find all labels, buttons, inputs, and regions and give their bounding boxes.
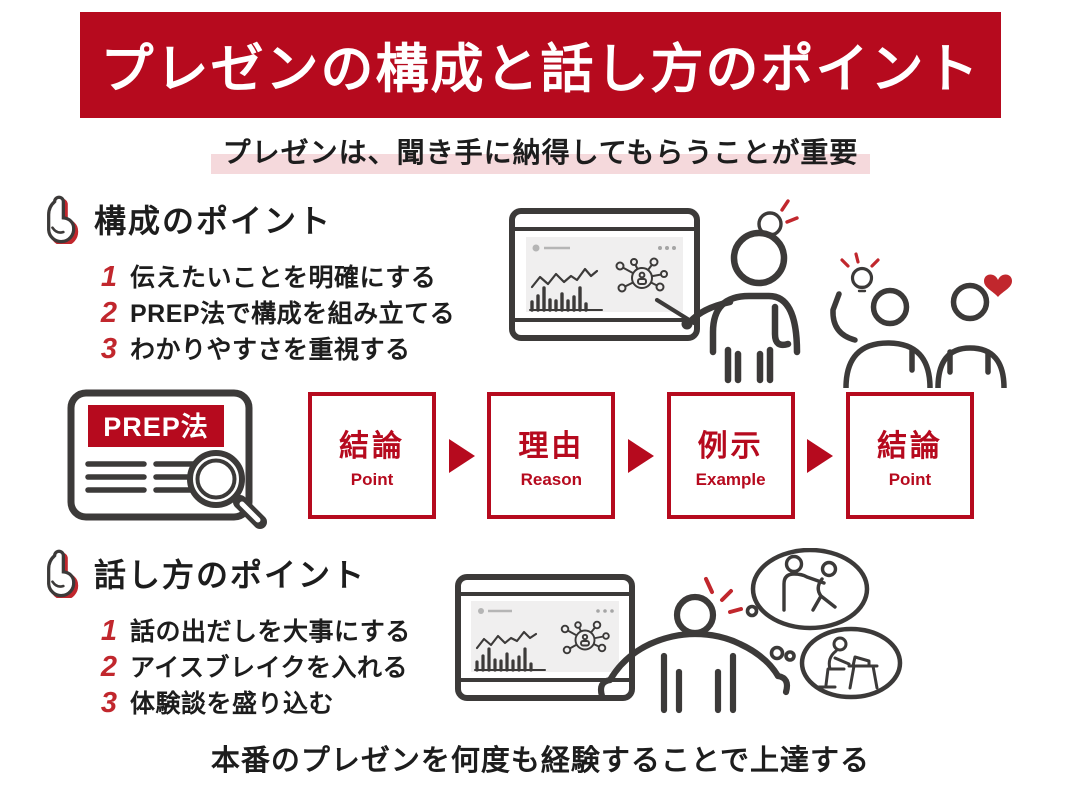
bar-chart-icon (530, 286, 588, 312)
flow-box-point-2: 結論 Point (845, 392, 974, 519)
practicing-presenter-figure (597, 593, 791, 714)
section-structure: 構成のポイント 1 伝えたいことを明確にする 2 PREP法で構成を組み立てる … (36, 194, 455, 366)
item-text: わかりやすさを重視する (130, 336, 411, 364)
item-number: 3 (100, 687, 118, 719)
flow-box-en: Example (695, 470, 766, 489)
thought-bubble-conversation (750, 548, 870, 631)
subtitle-row: プレゼンは、聞き手に納得してもらうことが重要 (0, 131, 1081, 174)
item-text: 伝えたいことを明確にする (130, 264, 437, 292)
presenter-figure (654, 229, 801, 384)
flow-box-en: Point (888, 470, 932, 489)
structure-item-1: 1 伝えたいことを明確にする (94, 258, 455, 293)
practice-illustration (455, 548, 903, 714)
flow-box-point-1: 結論 Point (308, 392, 436, 519)
spark-icon (840, 252, 880, 268)
presenter-screen-illustration (509, 199, 801, 384)
presentation-screen-icon (455, 574, 635, 701)
text-lines-icon (85, 461, 215, 493)
item-text: 体験談を盛り込む (130, 690, 335, 718)
prep-card-banner (88, 405, 224, 447)
item-number: 2 (100, 297, 118, 329)
speaking-item-3: 3 体験談を盛り込む (94, 684, 411, 719)
structure-item-2: 2 PREP法で構成を組み立てる (94, 294, 455, 329)
item-number: 2 (100, 651, 118, 683)
structure-item-3: 3 わかりやすさを重視する (94, 330, 455, 365)
flow-box-reason: 理由 Reason (487, 392, 616, 519)
arrow-right-icon (807, 438, 834, 473)
heart-icon (984, 274, 1012, 297)
prep-flow: 結論 Point 理由 Reason 例示 Example 結論 Point (308, 390, 974, 521)
audience-member-with-heart (935, 282, 1007, 388)
thought-bubble-desk-work (799, 626, 903, 700)
network-diagram-icon (560, 620, 610, 655)
network-diagram-icon (615, 257, 668, 293)
prep-card: PREP法 (67, 389, 267, 529)
spark-icon (780, 199, 799, 224)
arrow-right-icon (448, 438, 475, 473)
presentation-screen-icon (509, 208, 700, 341)
item-text: PREP法で構成を組み立てる (130, 300, 456, 328)
audience-illustration (830, 252, 1012, 388)
magnifying-glass-icon (187, 450, 267, 529)
flow-box-jp: 理由 (518, 430, 585, 463)
line-chart-icon (475, 630, 538, 650)
flow-box-en: Point (350, 470, 394, 489)
item-number: 1 (100, 615, 118, 647)
bar-chart-icon (475, 647, 533, 672)
audience-member-raising-hand (830, 287, 933, 388)
arrow-right-icon (627, 438, 654, 473)
pointer-stick-icon (654, 297, 697, 326)
section-speaking: 話し方のポイント 1 話の出だしを大事にする 2 アイスブレイクを入れる 3 体… (36, 548, 411, 720)
pointing-hand-icon (47, 549, 79, 598)
item-text: 話の出だしを大事にする (130, 618, 411, 646)
item-text: アイスブレイクを入れる (130, 654, 409, 682)
flow-box-jp: 結論 (339, 430, 405, 463)
item-number: 1 (100, 261, 118, 293)
spark-icon (704, 577, 743, 614)
flow-box-en: Reason (520, 470, 583, 489)
section-structure-title: 構成のポイント (94, 203, 333, 239)
prep-card-label: PREP法 (103, 412, 209, 442)
flow-box-jp: 結論 (876, 430, 943, 463)
item-number: 3 (100, 333, 118, 365)
footer-row: 本番のプレゼンを何度も経験することで上達する (0, 737, 1081, 779)
speaking-item-2: 2 アイスブレイクを入れる (94, 648, 411, 683)
page-title: プレゼンの構成と話し方のポイント (100, 40, 981, 99)
lightbulb-icon (840, 252, 880, 293)
line-chart-icon (530, 267, 599, 289)
pointing-hand-icon (47, 195, 79, 244)
flow-box-example: 例示 Example (666, 392, 795, 519)
speaking-item-1: 1 話の出だしを大事にする (94, 612, 411, 647)
flow-box-jp: 例示 (697, 430, 764, 463)
subtitle: プレゼンは、聞き手に納得してもらうことが重要 (210, 131, 871, 174)
footer-note: 本番のプレゼンを何度も経験することで上達する (210, 745, 871, 777)
section-speaking-title: 話し方のポイント (94, 557, 367, 593)
header-banner: プレゼンの構成と話し方のポイント (80, 12, 1001, 118)
thought-trail-dots (745, 604, 796, 662)
